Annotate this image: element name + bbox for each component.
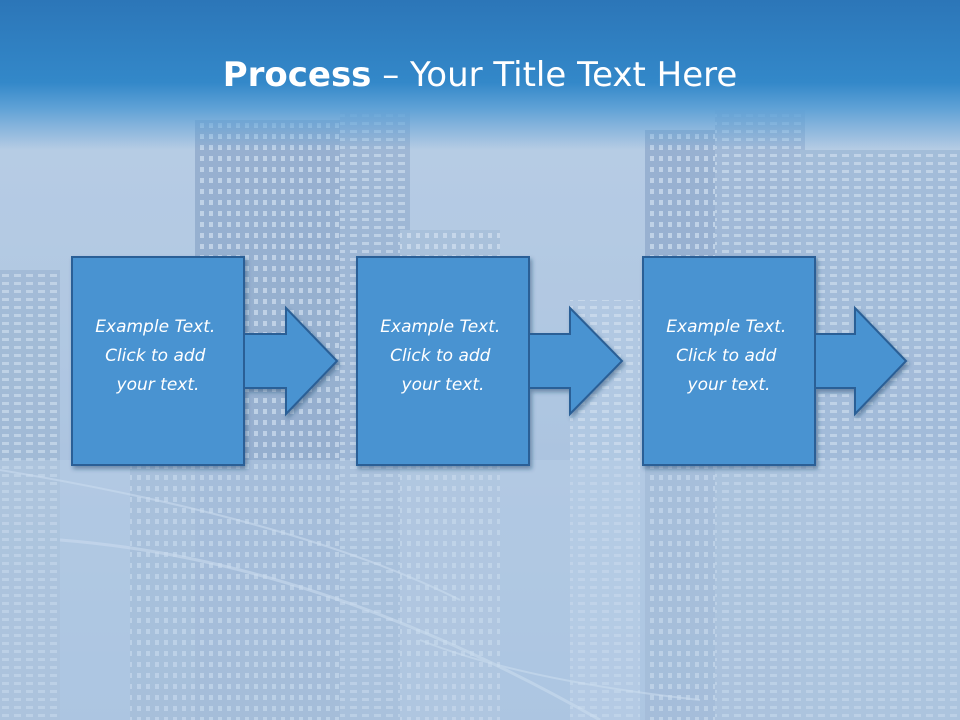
step-3-arrow: [811, 305, 908, 417]
title-rest: – Your Title Text Here: [371, 55, 738, 95]
slide-header-band: [0, 0, 960, 150]
svg-text:Example Text. Click to: Example Text. Click to add your text.: [380, 317, 505, 395]
step-1-box: [71, 256, 245, 466]
title-bold: Process: [222, 55, 372, 95]
slide-title[interactable]: Process – Your Title Text Here: [0, 50, 960, 100]
step-2-line-3: your text.: [401, 375, 485, 395]
process-step-1[interactable]: Example Text. Click to add your text.: [71, 256, 339, 466]
step-2-line-1: Example Text.: [380, 317, 500, 337]
step-1-arrow: [239, 305, 339, 417]
svg-text:Example Text. Click to: Example Text. Click to add your text.: [666, 317, 791, 395]
step-1-line-3: your text.: [116, 375, 200, 395]
step-2-box: [356, 256, 530, 466]
step-1-line-1: Example Text.: [95, 317, 215, 337]
step-3-line-3: your text.: [687, 375, 771, 395]
step-2-line-2: Click to add: [390, 346, 491, 366]
step-3-box: [642, 256, 816, 466]
process-step-3[interactable]: Example Text. Click to add your text.: [642, 256, 908, 466]
step-3-line-2: Click to add: [676, 346, 777, 366]
step-3-line-1: Example Text.: [666, 317, 786, 337]
step-1-line-2: Click to add: [105, 346, 206, 366]
process-step-2[interactable]: Example Text. Click to add your text.: [356, 256, 624, 466]
svg-text:Example Text. Click to: Example Text. Click to add your text.: [95, 317, 220, 395]
step-2-arrow: [525, 305, 624, 417]
